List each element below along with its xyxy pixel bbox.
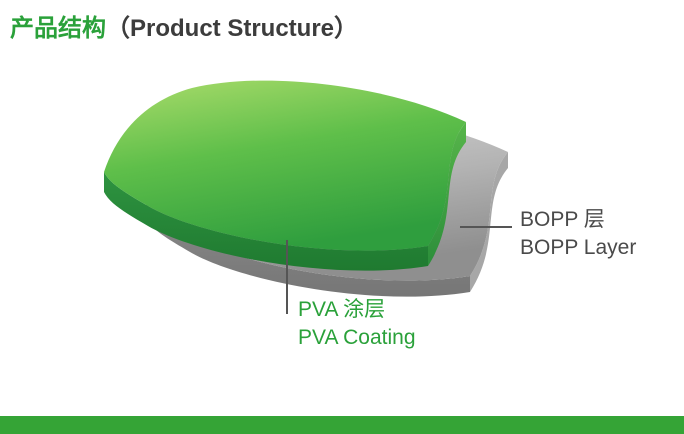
label-pva-en: PVA Coating	[298, 326, 416, 349]
green-layer-front-face	[104, 172, 428, 271]
label-bopp-en: BOPP Layer	[520, 236, 637, 259]
label-bopp-cn: BOPP 层	[520, 208, 605, 231]
footer-accent-bar	[0, 416, 684, 434]
label-pva: PVA 涂层 PVA Coating	[298, 296, 416, 352]
label-bopp: BOPP 层 BOPP Layer	[520, 206, 636, 262]
page-title-en: （Product Structure）	[106, 15, 359, 42]
page-title: 产品结构（Product Structure）	[10, 8, 358, 43]
green-layer-shape	[104, 80, 466, 271]
label-pva-cn: PVA 涂层	[298, 298, 386, 321]
page-title-cn: 产品结构	[10, 15, 106, 42]
gray-layer-side-face	[470, 152, 508, 292]
green-layer-side-face	[428, 122, 466, 266]
green-layer-top-face	[104, 80, 466, 251]
